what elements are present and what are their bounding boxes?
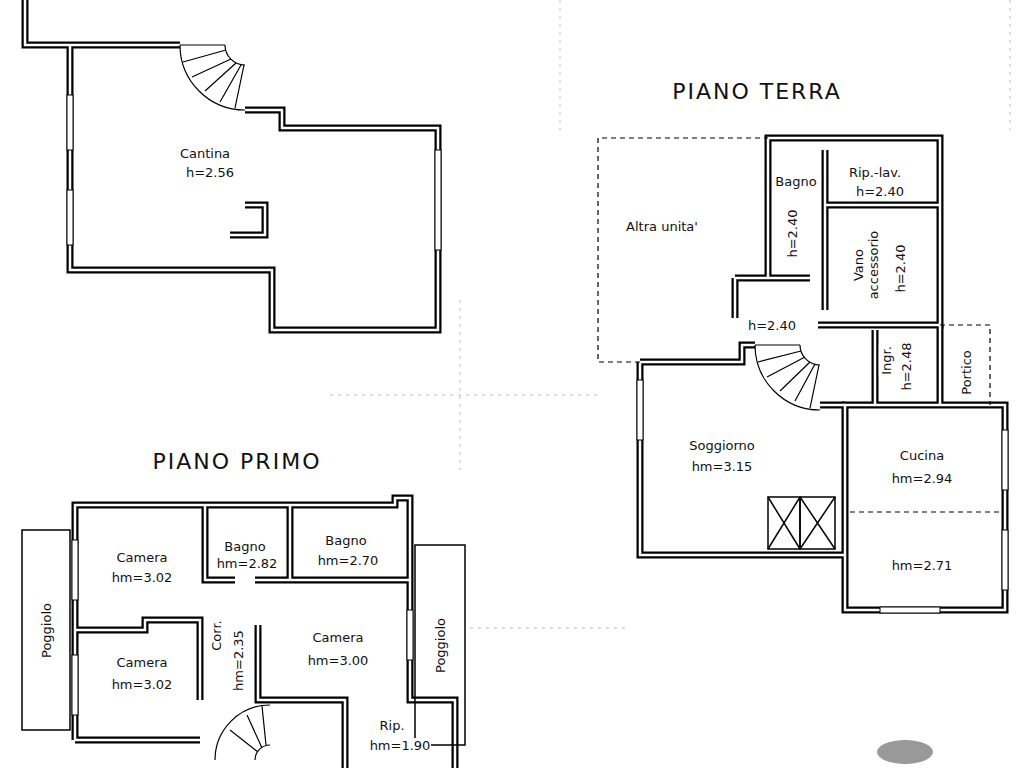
chimney — [768, 497, 835, 549]
room-label: Cantina — [179, 146, 231, 161]
room-label: Bagno — [324, 533, 367, 548]
room-label: h=2.48 — [898, 341, 913, 391]
room-label: Portico — [958, 349, 973, 395]
room-label: hm=2.70 — [317, 553, 380, 568]
room-label: hm=3.00 — [307, 653, 370, 668]
room-label: h=2.40 — [892, 243, 907, 293]
room-label: hm=3.02 — [111, 570, 174, 585]
room-label: hm=3.15 — [691, 459, 754, 474]
room-label: Vano accessorio — [851, 219, 881, 311]
window — [67, 95, 1008, 715]
room-label: Soggiorno — [688, 438, 756, 453]
wall-outline — [25, 0, 1005, 768]
floor-title: PIANO PRIMO — [152, 449, 323, 475]
room-label: Camera — [115, 550, 168, 565]
room-label: hm=2.35 — [231, 629, 246, 692]
room-label: Corr. — [209, 619, 224, 651]
floor-title: PIANO TERRA — [671, 79, 843, 105]
room-label: Camera — [311, 630, 364, 645]
room-label: h=2.40 — [747, 318, 797, 333]
room-label: Rip. — [378, 718, 405, 733]
grid-lines — [330, 0, 1010, 628]
scan-blot — [877, 740, 933, 764]
room-label: Cucina — [899, 448, 945, 463]
room-label: Ingr. — [878, 345, 893, 376]
room-label: h=2.40 — [784, 208, 799, 258]
room-label: Poggiolo — [39, 602, 54, 659]
balcony — [22, 530, 465, 745]
staircase — [180, 45, 820, 760]
room-label: hm=3.02 — [111, 677, 174, 692]
room-label: h=2.40 — [855, 184, 905, 199]
room-label: hm=2.71 — [891, 558, 954, 573]
room-label: hm=2.82 — [216, 556, 279, 571]
wall-core — [25, 0, 1005, 768]
room-label: Poggiolo — [433, 617, 448, 674]
room-label: hm=1.90 — [369, 738, 432, 753]
room-label: hm=2.94 — [891, 471, 954, 486]
dashed-outline — [598, 138, 1003, 512]
room-label: Bagno — [223, 539, 266, 554]
room-label: Altra unita' — [625, 219, 699, 234]
room-label: Bagno — [774, 174, 817, 189]
room-label: Camera — [115, 655, 168, 670]
room-label: h=2.56 — [185, 165, 235, 180]
room-label: Rip.-lav. — [848, 165, 902, 180]
